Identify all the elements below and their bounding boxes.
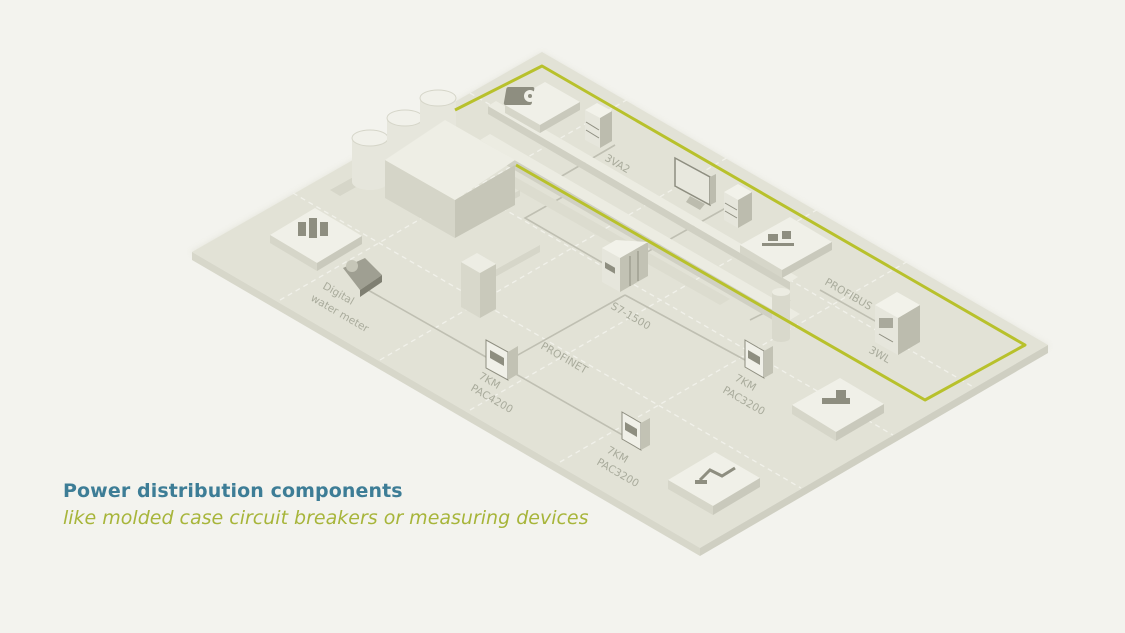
machine-platform [740,217,832,278]
bottles-icon [298,218,328,238]
monitor [674,156,716,210]
caption-subtitle: like molded case circuit breakers or mea… [63,507,589,529]
device-water-meter [343,258,382,297]
server-rack [724,184,752,228]
robot-arm-platform [668,452,760,515]
main-building [385,120,515,238]
device-3va2 [585,103,612,148]
printer-platform [792,378,884,441]
machine-icon [762,231,794,246]
fan-platform [503,82,580,133]
control-cabinet [461,253,496,318]
highlight-zone [454,64,1027,402]
printer-icon [822,390,850,404]
fan-icon [503,87,536,105]
device-3wl [875,292,920,355]
caption: Power distribution components like molde… [63,480,589,529]
support-pillar [772,288,790,342]
device-pac4200 [485,339,518,381]
device-pac3200-right [744,339,773,379]
robot-arm-icon [695,466,736,484]
device-s7-1500 [602,240,648,292]
bottles-platform [270,208,362,271]
device-pac3200-bottom [621,411,650,451]
caption-title: Power distribution components [63,480,403,502]
